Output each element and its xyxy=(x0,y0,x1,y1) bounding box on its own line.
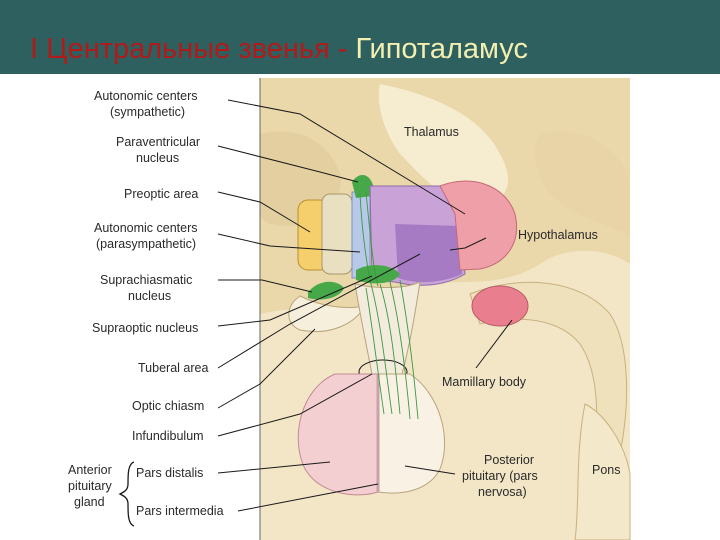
supraoptic-region xyxy=(356,265,400,284)
paraventricular-region xyxy=(352,175,374,198)
label-posterior: Posterior xyxy=(484,453,534,467)
leader-pars-distalis xyxy=(217,461,331,474)
hypophyseal-tract xyxy=(365,279,419,420)
label-infundibulum: Infundibulum xyxy=(132,429,204,443)
posterior-hypothalamus xyxy=(439,180,517,271)
pons-shape xyxy=(574,403,631,540)
leader-suprachiasmatic xyxy=(218,279,313,293)
leader-autonomic-para xyxy=(217,233,361,253)
label-autonomic-sym: Autonomic centers xyxy=(94,89,198,103)
leader-optic-chiasm xyxy=(217,328,316,409)
tuberal-core xyxy=(395,224,462,283)
label-paraventricular-sub: nucleus xyxy=(136,151,179,165)
title-highlight: Гипоталамус xyxy=(355,33,528,65)
leader-supraoptic xyxy=(217,275,373,327)
label-anterior-gland: gland xyxy=(74,495,105,509)
slide-header xyxy=(0,0,720,74)
anterior-bracket xyxy=(118,461,135,527)
label-tuberal: Tuberal area xyxy=(138,361,208,375)
label-posterior-nervosa: nervosa) xyxy=(478,485,527,499)
thalamus-mass xyxy=(378,84,509,205)
leader-tuberal xyxy=(217,253,421,369)
mamillary-region xyxy=(471,285,529,327)
label-pars-intermedia: Pars intermedia xyxy=(136,504,224,518)
leader-preoptic xyxy=(217,191,311,233)
posterior-pituitary-shape xyxy=(377,373,446,494)
label-suprachiasmatic: Suprachiasmatic xyxy=(100,273,192,287)
label-pars-distalis: Pars distalis xyxy=(136,466,203,480)
label-anterior: Anterior xyxy=(68,463,112,477)
leader-autonomic-sym xyxy=(227,99,466,215)
label-hypothalamus: Hypothalamus xyxy=(518,228,598,242)
label-mamillary: Mamillary body xyxy=(442,375,527,389)
label-anterior-pituitary: pituitary xyxy=(68,479,113,493)
optic-chiasm-shape xyxy=(288,295,366,332)
infundibulum-shape xyxy=(354,281,421,375)
label-thalamus: Thalamus xyxy=(404,125,459,139)
label-optic-chiasm: Optic chiasm xyxy=(132,399,204,413)
paraventricular-fibers xyxy=(359,191,379,289)
anterior-region xyxy=(321,193,353,275)
label-suprachiasmatic-sub: nucleus xyxy=(128,289,171,303)
title-prefix: I Центральные звенья - xyxy=(30,33,356,65)
leader-posterior xyxy=(404,465,456,475)
label-supraoptic: Supraoptic nucleus xyxy=(92,321,198,335)
leader-paraventricular xyxy=(217,145,359,183)
label-autonomic-para-sub: (parasympathetic) xyxy=(96,237,196,251)
fold-right xyxy=(534,131,630,234)
label-pons: Pons xyxy=(592,463,621,477)
label-paraventricular: Paraventricular xyxy=(116,135,200,149)
label-preoptic: Preoptic area xyxy=(124,187,198,201)
leader-hypothalamus xyxy=(449,237,487,251)
leader-pars-intermedia xyxy=(237,483,379,512)
leader-mamillary xyxy=(475,319,513,369)
leader-infundibulum xyxy=(217,373,373,437)
label-autonomic-sym-sub: (sympathetic) xyxy=(110,105,185,119)
label-autonomic-para: Autonomic centers xyxy=(94,221,198,235)
label-posterior-sub: pituitary (pars xyxy=(462,469,538,483)
suprachiasmatic-region xyxy=(308,281,344,300)
slide-title: I Центральные звенья - Гипоталамус xyxy=(30,35,528,64)
hypothalamus-diagram: Autonomic centers (sympathetic) Paravent… xyxy=(68,78,631,540)
